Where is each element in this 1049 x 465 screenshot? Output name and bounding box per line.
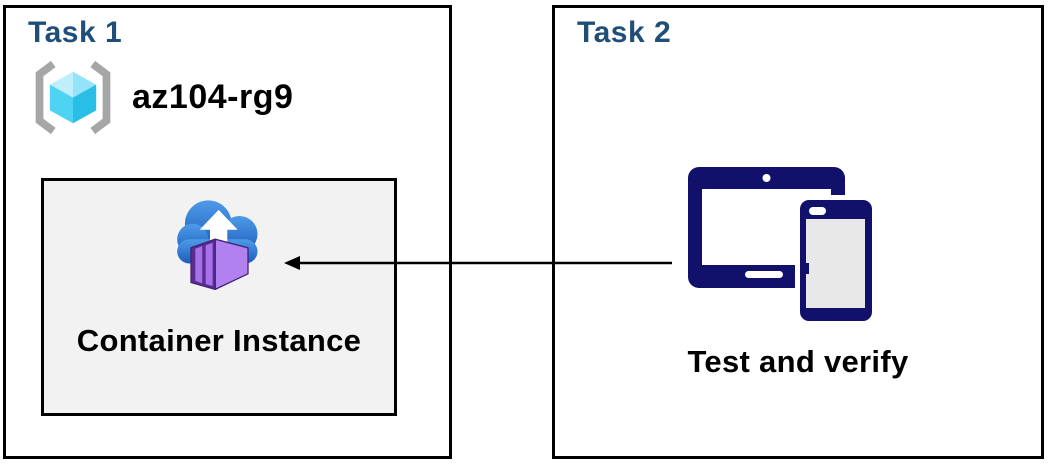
phone-speaker-slot (809, 207, 826, 215)
phone-screen (806, 219, 865, 308)
container-instance-label: Container Instance (76, 323, 362, 358)
phone-icon (795, 195, 876, 326)
phone-left-notch (800, 263, 809, 274)
cube-left-face (49, 84, 73, 124)
container-side-face (214, 238, 249, 291)
container-slat-1 (194, 246, 202, 284)
resource-group-row: az104-rg9 (30, 58, 293, 137)
container-box-shape (189, 238, 249, 291)
resource-group-name: az104-rg9 (132, 78, 294, 116)
upload-arrow-icon (199, 209, 238, 262)
devices-icon (688, 167, 876, 326)
container-instance-icon (176, 200, 257, 291)
task1-title: Task 1 (28, 16, 123, 49)
bracket-shapes (35, 60, 111, 135)
right-bracket-icon (90, 60, 111, 135)
task2-box: Task 2 Test and verify (552, 5, 1044, 459)
cube-top-left-face (49, 71, 73, 98)
cube-shape (49, 71, 97, 124)
task1-box: Task 1 az104-rg9 (3, 5, 452, 459)
tablet-camera-dot (762, 174, 771, 182)
test-verify-label: Test and verify (687, 344, 909, 379)
resource-group-icon (35, 60, 111, 135)
cube-top-right-face (73, 71, 97, 98)
left-bracket-icon (35, 60, 56, 135)
task2-title: Task 2 (577, 16, 672, 49)
container-instance-panel: Container Instance (41, 178, 397, 416)
tablet-home-bar (745, 271, 783, 278)
container-slat-2 (205, 242, 213, 286)
